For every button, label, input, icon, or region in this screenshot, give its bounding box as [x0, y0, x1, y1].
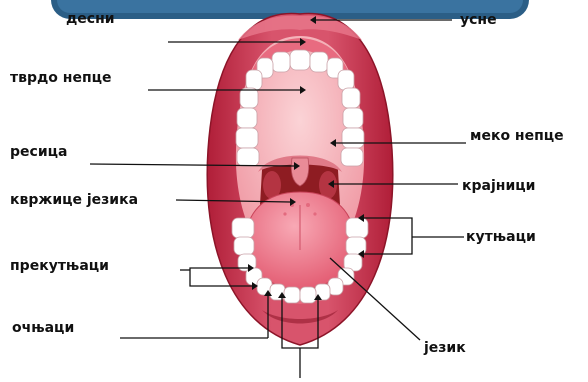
label-meko-nepce: меко непце — [470, 128, 564, 144]
label-kutnjaci: кутњаци — [466, 229, 536, 245]
label-ochnjaci: очњаци — [12, 320, 74, 336]
label-prekutnjaci: прекутњаци — [10, 258, 109, 274]
label-kvrzhice-jezika: квржице језика — [10, 192, 138, 208]
label-tvrdo-nepce: тврдо непце — [10, 70, 112, 86]
label-resica: ресица — [10, 144, 67, 160]
label-krajnici: крајници — [462, 178, 535, 194]
label-usne: усне — [460, 12, 497, 28]
label-jezik: језик — [424, 340, 466, 356]
label-desni: десни — [66, 11, 115, 27]
